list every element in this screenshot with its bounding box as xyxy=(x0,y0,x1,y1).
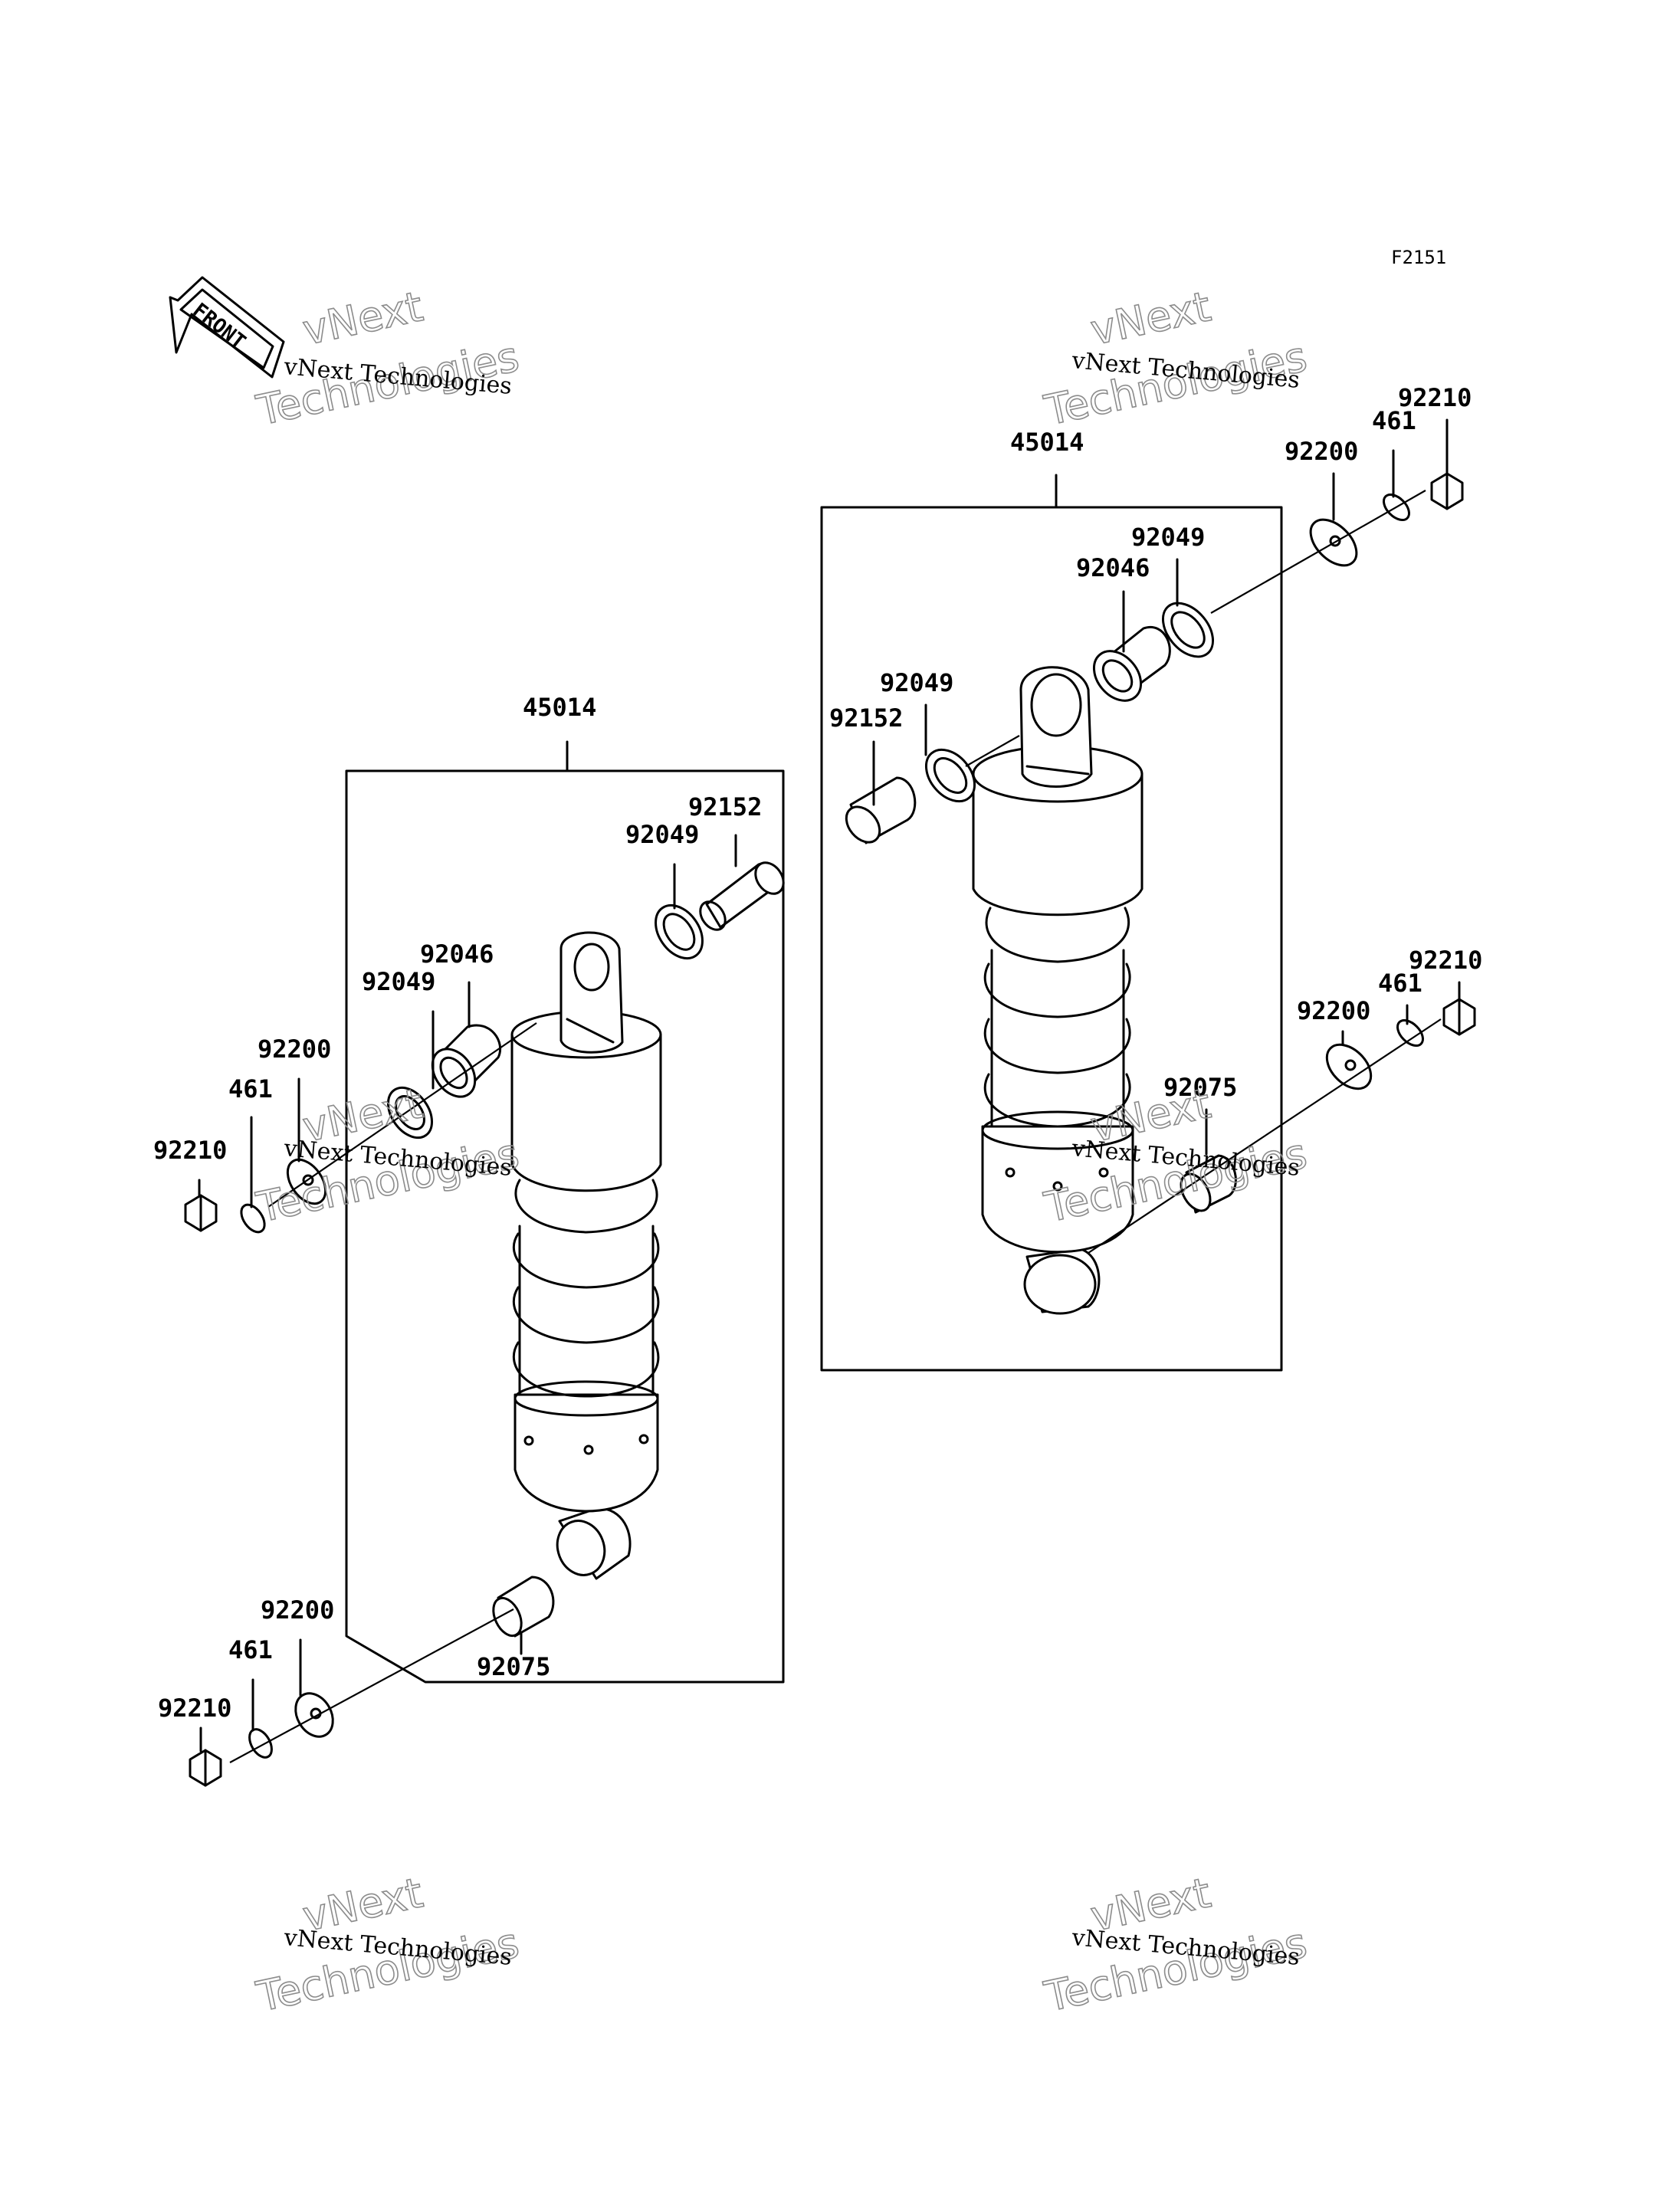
part-label: 461 xyxy=(228,1074,273,1103)
left-leaders xyxy=(198,834,737,1753)
part-label: 461 xyxy=(228,1635,273,1664)
left-shock-absorber xyxy=(510,931,662,1580)
part-label: 92046 xyxy=(1076,553,1150,582)
svg-text:vNext: vNext xyxy=(299,282,427,354)
part-label: 461 xyxy=(1378,969,1422,998)
right-assembly: 45014 xyxy=(820,383,1482,1372)
watermark: vNext Technologies vNext Technologies xyxy=(251,1078,523,1232)
part-label: 92046 xyxy=(420,939,494,969)
front-arrow-icon: FRONT xyxy=(169,276,285,379)
part-label: 92200 xyxy=(1297,996,1370,1025)
left-assembly-box xyxy=(345,769,785,1684)
part-label: 92075 xyxy=(1163,1073,1237,1102)
part-label: 461 xyxy=(1372,406,1416,435)
part-label: 92152 xyxy=(688,792,762,821)
part-label: 92200 xyxy=(261,1595,334,1625)
part-label: 92210 xyxy=(158,1694,231,1723)
part-label: 92049 xyxy=(1131,523,1205,552)
part-label: 92152 xyxy=(829,703,903,733)
left-assembly: 45014 xyxy=(153,693,785,1787)
left-upper-parts xyxy=(184,861,785,1234)
part-label: 92210 xyxy=(1409,946,1482,975)
part-label: 92200 xyxy=(1285,437,1358,466)
part-label: 92075 xyxy=(477,1652,550,1681)
right-assembly-box xyxy=(820,506,1283,1372)
part-label: 92049 xyxy=(625,820,699,849)
watermark: vNext Technologies vNext Technologies xyxy=(251,1867,523,2022)
part-label: 92049 xyxy=(880,668,953,697)
part-label: 92049 xyxy=(362,967,435,996)
left-lower-parts xyxy=(189,1576,555,1787)
part-label: 92210 xyxy=(153,1136,227,1165)
right-lower-parts xyxy=(1088,998,1476,1254)
svg-text:vNext: vNext xyxy=(1087,282,1215,354)
watermark: vNext Technologies vNext Technologies xyxy=(1039,281,1311,435)
right-box-label: 45014 xyxy=(1010,428,1084,457)
watermark: vNext Technologies vNext Technologies xyxy=(1039,1867,1311,2022)
figure-code: F2151 xyxy=(1391,247,1446,268)
left-box-label: 45014 xyxy=(523,693,596,722)
right-upper-parts xyxy=(845,472,1464,844)
part-label: 92210 xyxy=(1398,383,1472,412)
right-leaders xyxy=(872,418,1461,1156)
right-shock-absorber xyxy=(972,666,1144,1315)
part-label: 92200 xyxy=(258,1035,331,1064)
